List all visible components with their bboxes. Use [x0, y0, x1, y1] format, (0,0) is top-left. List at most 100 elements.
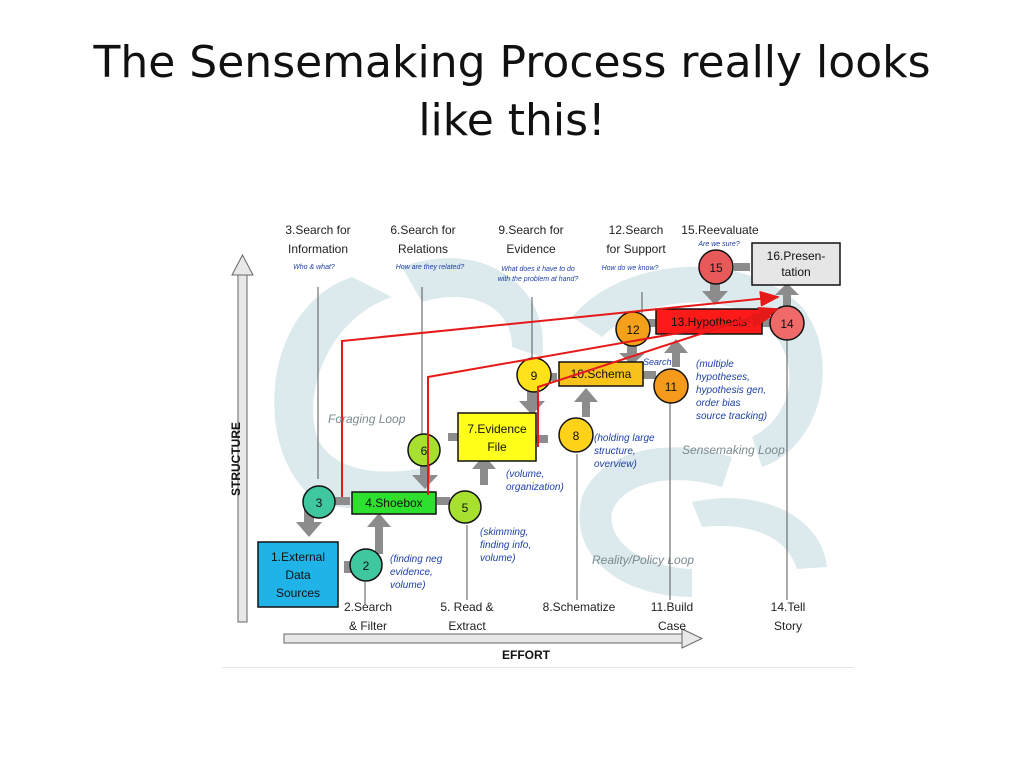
bottom-swirl — [692, 498, 827, 569]
box-presentation: 16.Presen- tation — [751, 242, 841, 286]
svg-text:source tracking): source tracking) — [696, 411, 767, 422]
circle-9: 9 — [516, 357, 552, 393]
note-search-support: Search — [643, 357, 672, 367]
flow-arrow-8-10 — [574, 388, 598, 417]
flow-arrow-15-13 — [702, 281, 728, 305]
flow-arrow-5-7 — [472, 455, 496, 485]
svg-text:Information: Information — [288, 242, 348, 256]
svg-text:Who & what?: Who & what? — [293, 264, 335, 271]
svg-text:15.Reevaluate: 15.Reevaluate — [681, 223, 759, 237]
svg-text:overview): overview) — [594, 459, 637, 470]
svg-text:(multiple: (multiple — [696, 359, 734, 370]
svg-text:volume): volume) — [480, 553, 516, 564]
svg-text:Search: Search — [643, 357, 672, 367]
svg-text:How are they related?: How are they related? — [396, 264, 465, 271]
flow-arrow-4-5 — [437, 497, 450, 505]
svg-text:with the problem at hand?: with the problem at hand? — [498, 276, 579, 283]
bottom-label-read-extract: 5. Read & Extract — [440, 600, 493, 633]
loop-labels: Foraging Loop Sensemaking Loop Reality/P… — [328, 412, 785, 567]
svg-text:9.Search for: 9.Search for — [498, 223, 563, 237]
flow-arrow-14-16 — [775, 283, 799, 309]
top-label-reevaluate: 15.Reevaluate Are we sure? — [681, 223, 759, 248]
svg-text:organization): organization) — [506, 482, 564, 493]
y-axis-label: STRUCTURE — [229, 422, 243, 496]
bottom-label-search-filter: 2.Search & Filter — [344, 600, 392, 633]
red-arrow-from-shoebox — [341, 290, 780, 497]
svg-text:volume): volume) — [390, 580, 426, 591]
slide-title: The Sensemaking Process really looks lik… — [0, 34, 1024, 150]
svg-text:(holding large: (holding large — [594, 433, 655, 444]
foraging-loop-label: Foraging Loop — [328, 412, 406, 426]
circle-2: 2 — [349, 548, 383, 582]
svg-text:9: 9 — [531, 369, 538, 383]
svg-text:8: 8 — [573, 429, 580, 443]
circle-5: 5 — [448, 490, 482, 524]
structure-axis — [231, 253, 254, 623]
svg-text:How do we know?: How do we know? — [602, 265, 659, 272]
bottom-label-tell-story: 14.Tell Story — [771, 600, 806, 633]
foraging-loop-swirl-2 — [402, 258, 543, 357]
flow-arrow-16-15 — [734, 263, 750, 271]
circles: 2 3 5 6 8 9 11 12 14 15 — [302, 249, 805, 582]
sensemaking-loop-label: Sensemaking Loop — [682, 443, 785, 457]
bottom-label-schematize: 8.Schematize — [543, 600, 616, 614]
svg-text:16.Presen-: 16.Presen- — [767, 249, 826, 263]
box-shoebox: 4.Shoebox — [351, 491, 437, 515]
foraging-loop-swirl — [274, 277, 432, 509]
svg-text:14.Tell: 14.Tell — [771, 600, 806, 614]
flow-arrow-10-11 — [642, 371, 656, 379]
top-label-search-evidence: 9.Search for Evidence What does it have … — [498, 223, 579, 283]
note-evidence-file: (volume, organization) — [506, 469, 564, 493]
svg-text:hypotheses,: hypotheses, — [696, 372, 750, 383]
svg-text:15: 15 — [709, 261, 723, 275]
reality-loop-label: Reality/Policy Loop — [592, 553, 694, 567]
svg-text:2: 2 — [363, 559, 370, 573]
svg-text:evidence,: evidence, — [390, 567, 433, 578]
flow-arrow-7-6 — [448, 433, 460, 441]
flow-arrow-11-13 — [664, 339, 688, 367]
svg-text:finding info,: finding info, — [480, 540, 531, 551]
bottom-label-build-case: 11.Build Case — [651, 600, 693, 633]
svg-text:6.Search for: 6.Search for — [390, 223, 455, 237]
svg-text:Are we sure?: Are we sure? — [697, 241, 739, 248]
svg-text:11.Build: 11.Build — [651, 600, 693, 614]
circle-14: 14 — [769, 305, 805, 341]
svg-text:order bias: order bias — [696, 398, 740, 409]
svg-text:File: File — [487, 440, 507, 454]
flow-arrow-6-4 — [412, 465, 438, 489]
slide-title-line-1: The Sensemaking Process really looks — [93, 37, 931, 88]
svg-text:(volume,: (volume, — [506, 469, 544, 480]
circle-6: 6 — [407, 433, 441, 467]
flow-arrow-9-7 — [519, 391, 545, 415]
svg-text:Evidence: Evidence — [506, 242, 556, 256]
box-external-data-sources: 1.External Data Sources — [257, 541, 339, 608]
slide-title-line-2: like this! — [418, 95, 606, 146]
circle-11: 11 — [653, 368, 689, 404]
circle-15: 15 — [698, 249, 734, 285]
svg-text:structure,: structure, — [594, 446, 636, 457]
svg-text:12.Search: 12.Search — [609, 223, 664, 237]
effort-axis — [283, 628, 704, 649]
svg-text:4.Shoebox: 4.Shoebox — [365, 496, 422, 510]
svg-text:What does it have to do: What does it have to do — [501, 266, 575, 273]
note-read-extract: (skimming, finding info, volume) — [480, 527, 531, 564]
circle-8: 8 — [558, 417, 594, 453]
svg-text:5: 5 — [462, 501, 469, 515]
svg-text:1.External: 1.External — [271, 550, 325, 564]
flow-arrow-12-10 — [619, 345, 645, 365]
svg-text:for Support: for Support — [606, 242, 666, 256]
svg-text:6: 6 — [421, 444, 428, 458]
flow-arrow-2-4 — [367, 513, 391, 554]
svg-text:(skimming,: (skimming, — [480, 527, 528, 538]
svg-text:& Filter: & Filter — [349, 619, 387, 633]
svg-text:8.Schematize: 8.Schematize — [543, 600, 616, 614]
note-search-filter: (finding neg evidence, volume) — [390, 554, 443, 591]
svg-text:tation: tation — [781, 265, 810, 279]
svg-text:7.Evidence: 7.Evidence — [467, 422, 527, 436]
svg-text:Story: Story — [774, 619, 802, 633]
note-build-case: (multiple hypotheses, hypothesis gen, or… — [696, 359, 767, 422]
svg-text:3.Search for: 3.Search for — [285, 223, 350, 237]
bottom-labels: 2.Search & Filter 5. Read & Extract 8.Sc… — [344, 600, 805, 633]
reality-loop-swirl — [579, 447, 732, 597]
note-schematize: (holding large structure, overview) — [594, 433, 655, 470]
